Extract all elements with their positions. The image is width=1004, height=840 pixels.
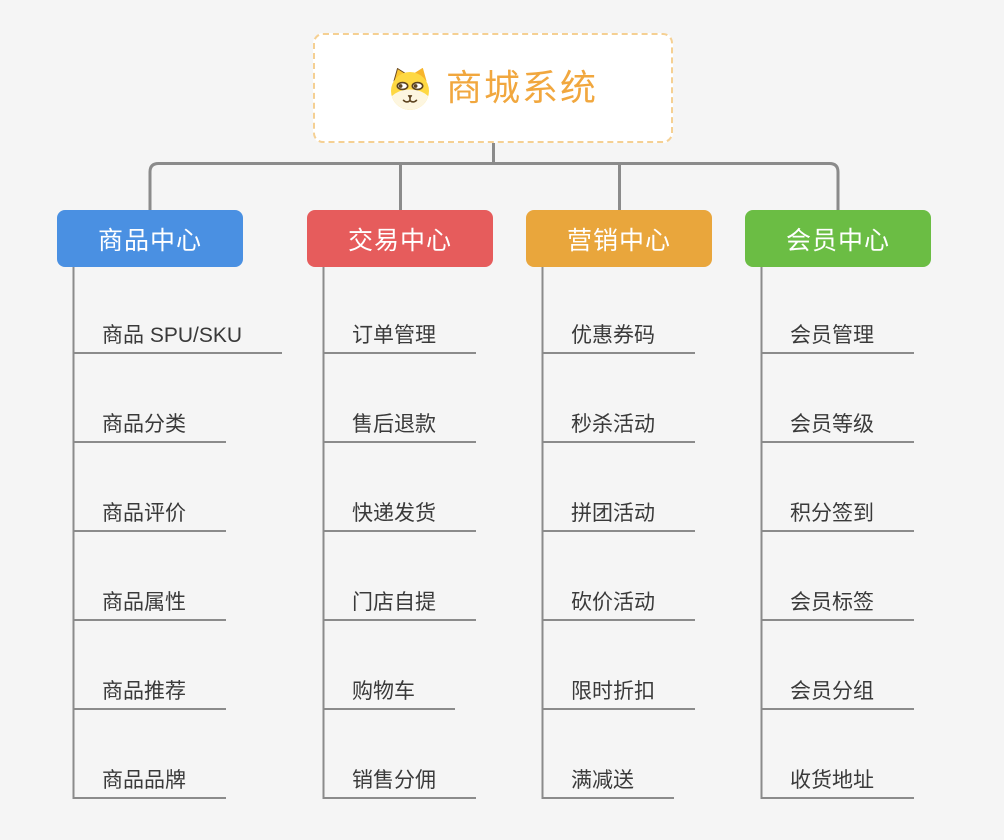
- branch-member-center[interactable]: 会员中心: [745, 210, 931, 267]
- node-product-review[interactable]: 商品评价: [73, 486, 226, 532]
- node-shopping-cart[interactable]: 购物车: [323, 664, 455, 710]
- node-sales-commission[interactable]: 销售分佣: [323, 753, 476, 799]
- node-product-category[interactable]: 商品分类: [73, 397, 226, 443]
- node-product-spu-sku[interactable]: 商品 SPU/SKU: [73, 308, 283, 354]
- root-title: 商城系统: [445, 67, 598, 108]
- node-member-management[interactable]: 会员管理: [761, 308, 914, 354]
- shiba-dog-icon: [390, 68, 429, 110]
- node-limited-time-discount[interactable]: 限时折扣: [542, 664, 695, 710]
- node-member-level[interactable]: 会员等级: [761, 397, 914, 443]
- node-flash-sale[interactable]: 秒杀活动: [542, 397, 695, 443]
- node-product-brand[interactable]: 商品品牌: [73, 753, 226, 799]
- node-full-reduction[interactable]: 满减送: [542, 753, 674, 799]
- node-group-buy[interactable]: 拼团活动: [542, 486, 695, 532]
- node-store-pickup[interactable]: 门店自提: [323, 575, 476, 621]
- branch-product-center[interactable]: 商品中心: [57, 210, 243, 267]
- branch-marketing-center[interactable]: 营销中心: [526, 210, 712, 267]
- node-product-recommend[interactable]: 商品推荐: [73, 664, 226, 710]
- root-node[interactable]: 商城系统: [313, 33, 673, 143]
- node-coupon-code[interactable]: 优惠券码: [542, 308, 695, 354]
- node-shipping-address[interactable]: 收货地址: [761, 753, 914, 799]
- branch-trade-center[interactable]: 交易中心: [307, 210, 493, 267]
- node-points-checkin[interactable]: 积分签到: [761, 486, 914, 532]
- node-express-delivery[interactable]: 快递发货: [323, 486, 476, 532]
- node-product-attribute[interactable]: 商品属性: [73, 575, 226, 621]
- node-member-tag[interactable]: 会员标签: [761, 575, 914, 621]
- node-aftersale-refund[interactable]: 售后退款: [323, 397, 476, 443]
- node-bargain-activity[interactable]: 砍价活动: [542, 575, 695, 621]
- node-member-group[interactable]: 会员分组: [761, 664, 914, 710]
- node-order-management[interactable]: 订单管理: [323, 308, 476, 354]
